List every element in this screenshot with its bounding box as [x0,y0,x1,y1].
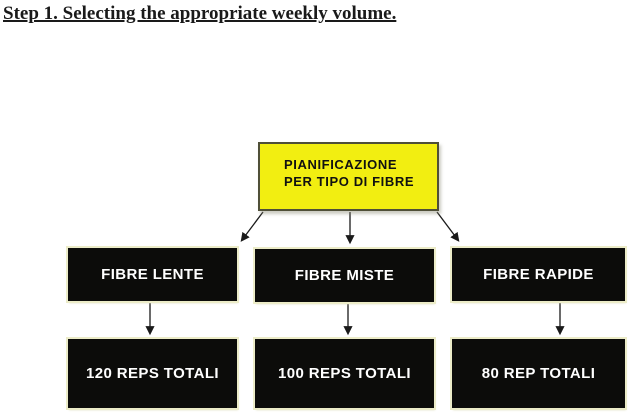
node-pianificazione-line2: PER TIPO DI FIBRE [284,174,415,189]
node-fibre-rapide: FIBRE RAPIDE [452,248,625,301]
node-pianificazione: PIANIFICAZIONE PER TIPO DI FIBRE [258,142,439,211]
node-fibre-miste: FIBRE MISTE [255,249,434,302]
node-pianificazione-line1: PIANIFICAZIONE [284,157,398,172]
arrow-root-to-fibre-rapide [436,211,460,242]
node-fibre-lente: FIBRE LENTE [68,248,237,301]
arrow-root-to-fibre-lente [240,211,264,242]
node-total-miste: 100 REPS TOTALI [255,339,434,408]
node-total-rapide: 80 REP TOTALI [452,339,625,408]
node-total-lente: 120 REPS TOTALI [68,339,237,408]
page-title: Step 1. Selecting the appropriate weekly… [3,3,397,24]
